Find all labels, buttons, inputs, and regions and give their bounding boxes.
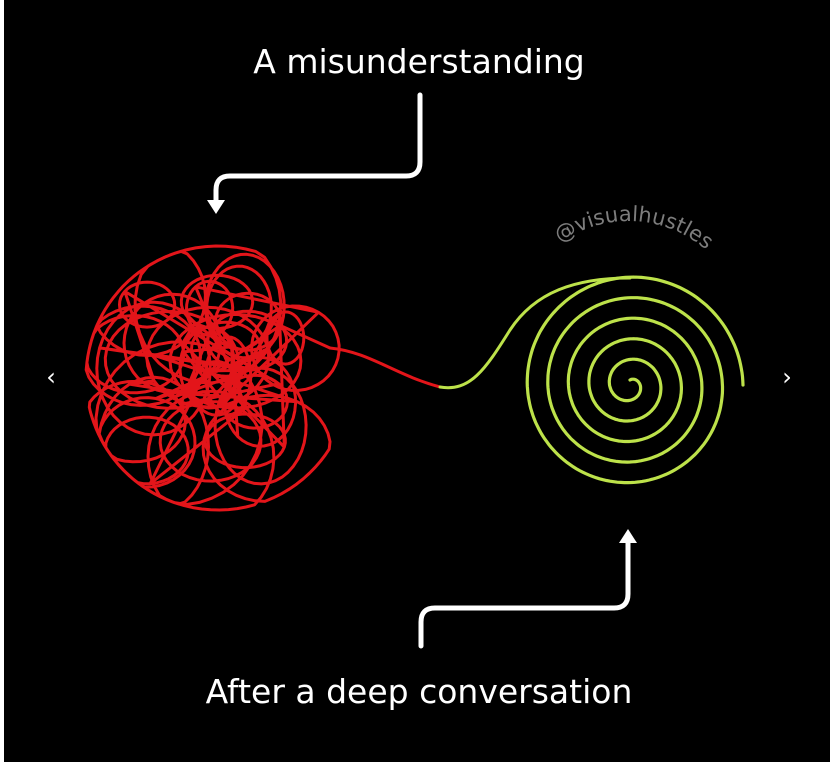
- spiral-thread-icon: [525, 275, 745, 485]
- next-image-button[interactable]: ›: [782, 363, 792, 391]
- top-arrow-icon: [207, 92, 423, 214]
- tangled-thread-icon: [84, 244, 341, 512]
- bottom-arrow-icon: [418, 529, 637, 649]
- bottom-caption: After a deep conversation: [206, 672, 633, 711]
- previous-image-button[interactable]: ‹: [46, 363, 56, 391]
- thread-green-segment: [438, 276, 632, 390]
- thread-red-segment: [328, 346, 442, 389]
- top-caption: A misunderstanding: [253, 42, 584, 81]
